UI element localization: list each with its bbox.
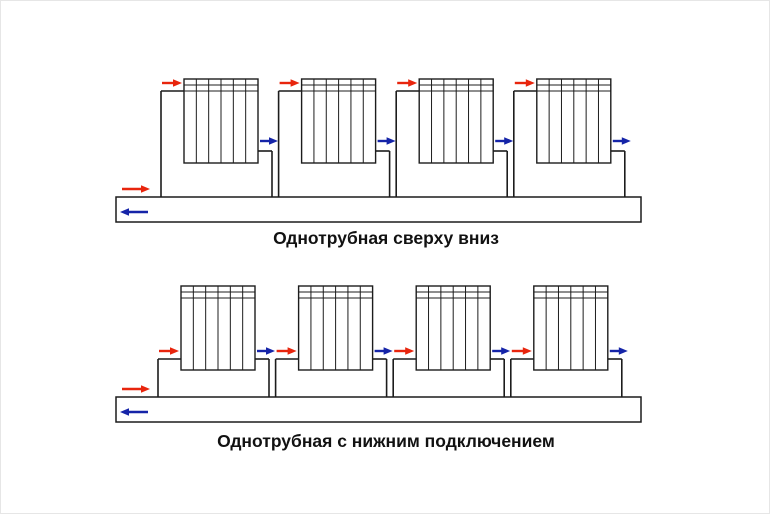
supply-flow-arrow (397, 79, 418, 87)
connection-pipes (392, 358, 506, 397)
radiator-unit (509, 285, 628, 397)
radiator (533, 285, 609, 371)
supply-flow-arrow (162, 79, 182, 87)
connection-pipes (160, 90, 273, 197)
supply-flow-arrow (514, 79, 535, 87)
radiator (300, 78, 377, 164)
radiator-unit (512, 78, 631, 197)
caption-bottom-diagram: Однотрубная с нижним подключением (217, 431, 555, 451)
connection-pipes (157, 358, 270, 397)
radiator-unit (160, 78, 278, 197)
main-return-arrow (120, 208, 148, 216)
radiator (418, 78, 494, 164)
return-flow-arrow (257, 347, 275, 355)
return-flow-arrow (492, 347, 511, 355)
return-flow-arrow (377, 137, 396, 145)
supply-flow-arrow (279, 79, 300, 87)
radiator-unit (274, 285, 393, 397)
radiator-unit (395, 78, 514, 197)
radiator (183, 78, 259, 164)
radiator-unit (157, 285, 275, 397)
connection-pipes (274, 358, 388, 397)
main-return-arrow (120, 408, 148, 416)
return-flow-arrow (260, 137, 278, 145)
caption-top-diagram: Однотрубная сверху вниз (273, 228, 499, 248)
return-flow-arrow (609, 347, 628, 355)
main-supply-arrow (122, 185, 150, 193)
supply-flow-arrow (276, 347, 297, 355)
radiator-unit (277, 78, 396, 197)
diagram-single-pipe-top-down (115, 78, 642, 223)
radiator (536, 78, 612, 164)
radiator (415, 285, 491, 371)
supply-flow-arrow (511, 347, 532, 355)
connection-pipes (277, 90, 391, 197)
connection-pipes (512, 90, 626, 197)
radiator-unit (392, 285, 511, 397)
return-flow-arrow (374, 347, 393, 355)
supply-flow-arrow (394, 347, 415, 355)
connection-pipes (395, 90, 509, 197)
connection-pipes (509, 358, 623, 397)
radiator (180, 285, 256, 371)
return-flow-arrow (495, 137, 514, 145)
return-flow-arrow (612, 137, 631, 145)
main-pipe (115, 185, 642, 223)
main-supply-arrow (122, 385, 150, 393)
supply-flow-arrow (159, 347, 179, 355)
diagram-single-pipe-bottom-connection (115, 285, 642, 423)
main-pipe (115, 385, 642, 423)
radiator (297, 285, 374, 371)
